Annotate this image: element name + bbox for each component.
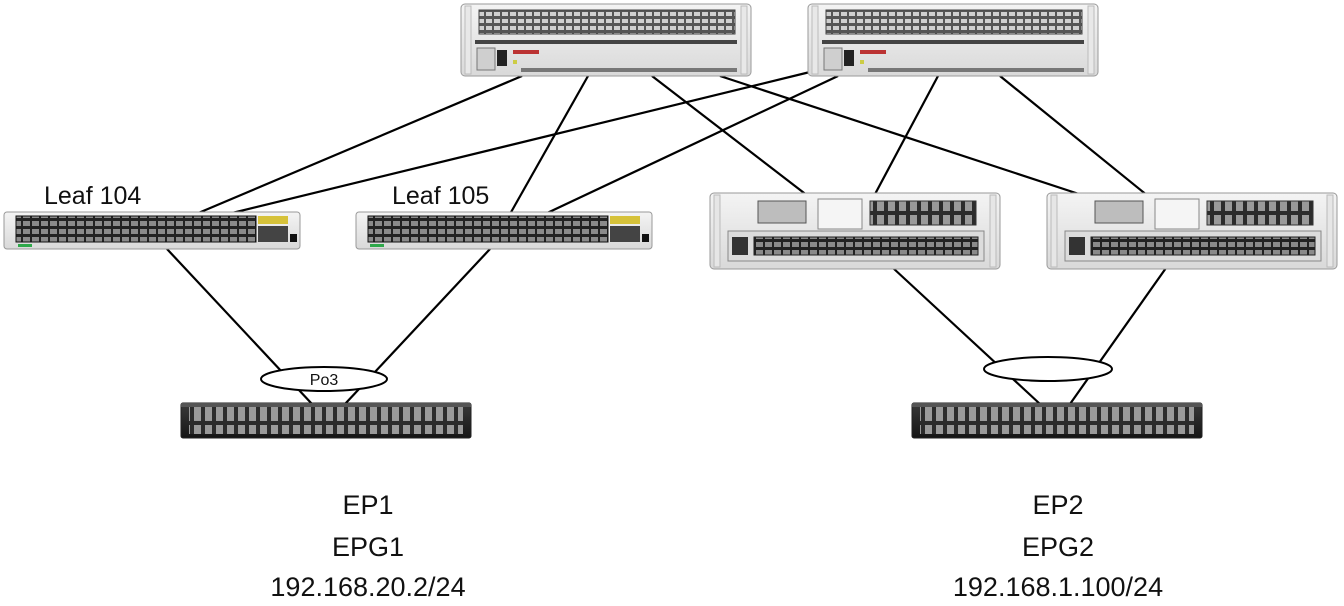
endpoint-1-ip: 192.168.20.2/24 [270, 572, 465, 602]
link-spine1-leaf105 [509, 75, 589, 215]
endpoint-2-name: EP2 [1032, 490, 1083, 520]
links [166, 70, 1167, 405]
leaf-105-label: Leaf 105 [392, 182, 489, 210]
link-spine2-leaf-b [999, 75, 1149, 197]
endpoint-2-ip: 192.168.1.100/24 [953, 572, 1163, 602]
leaf-switch-a [709, 192, 1001, 270]
leaf-104-switch [3, 211, 301, 250]
link-spine2-leaf104 [227, 70, 811, 216]
leaf-104-label: Leaf 104 [44, 182, 141, 210]
leaf-switch-b [1046, 192, 1338, 270]
port-channel-po3 [260, 366, 388, 392]
endpoint-2-labels: EP2 EPG2 192.168.1.100/24 [953, 490, 1163, 602]
port-channel-ep2 [983, 356, 1113, 382]
link-spine2-leaf105 [544, 75, 839, 215]
link-spine1-leaf-b [719, 74, 1086, 198]
spine-switch-1 [460, 3, 752, 77]
port-channel-label: Po3 [310, 372, 339, 389]
endpoint-2-epg: EPG2 [1022, 532, 1094, 562]
link-spine2-leaf-a [873, 75, 939, 197]
link-spine1-leaf-a [651, 75, 809, 197]
endpoint-1-name: EP1 [342, 490, 393, 520]
endpoint-1-epg: EPG1 [332, 532, 404, 562]
endpoint-1-server [180, 402, 472, 439]
link-spine1-leaf104 [195, 74, 523, 216]
endpoint-1-labels: EP1 EPG1 192.168.20.2/24 [270, 490, 465, 602]
link-leaf-a-ep2 [892, 267, 1041, 405]
endpoint-2-server [911, 402, 1203, 439]
spine-switch-2 [807, 3, 1099, 77]
link-leaf-b-ep2 [1069, 267, 1167, 405]
leaf-105-switch [355, 211, 653, 250]
